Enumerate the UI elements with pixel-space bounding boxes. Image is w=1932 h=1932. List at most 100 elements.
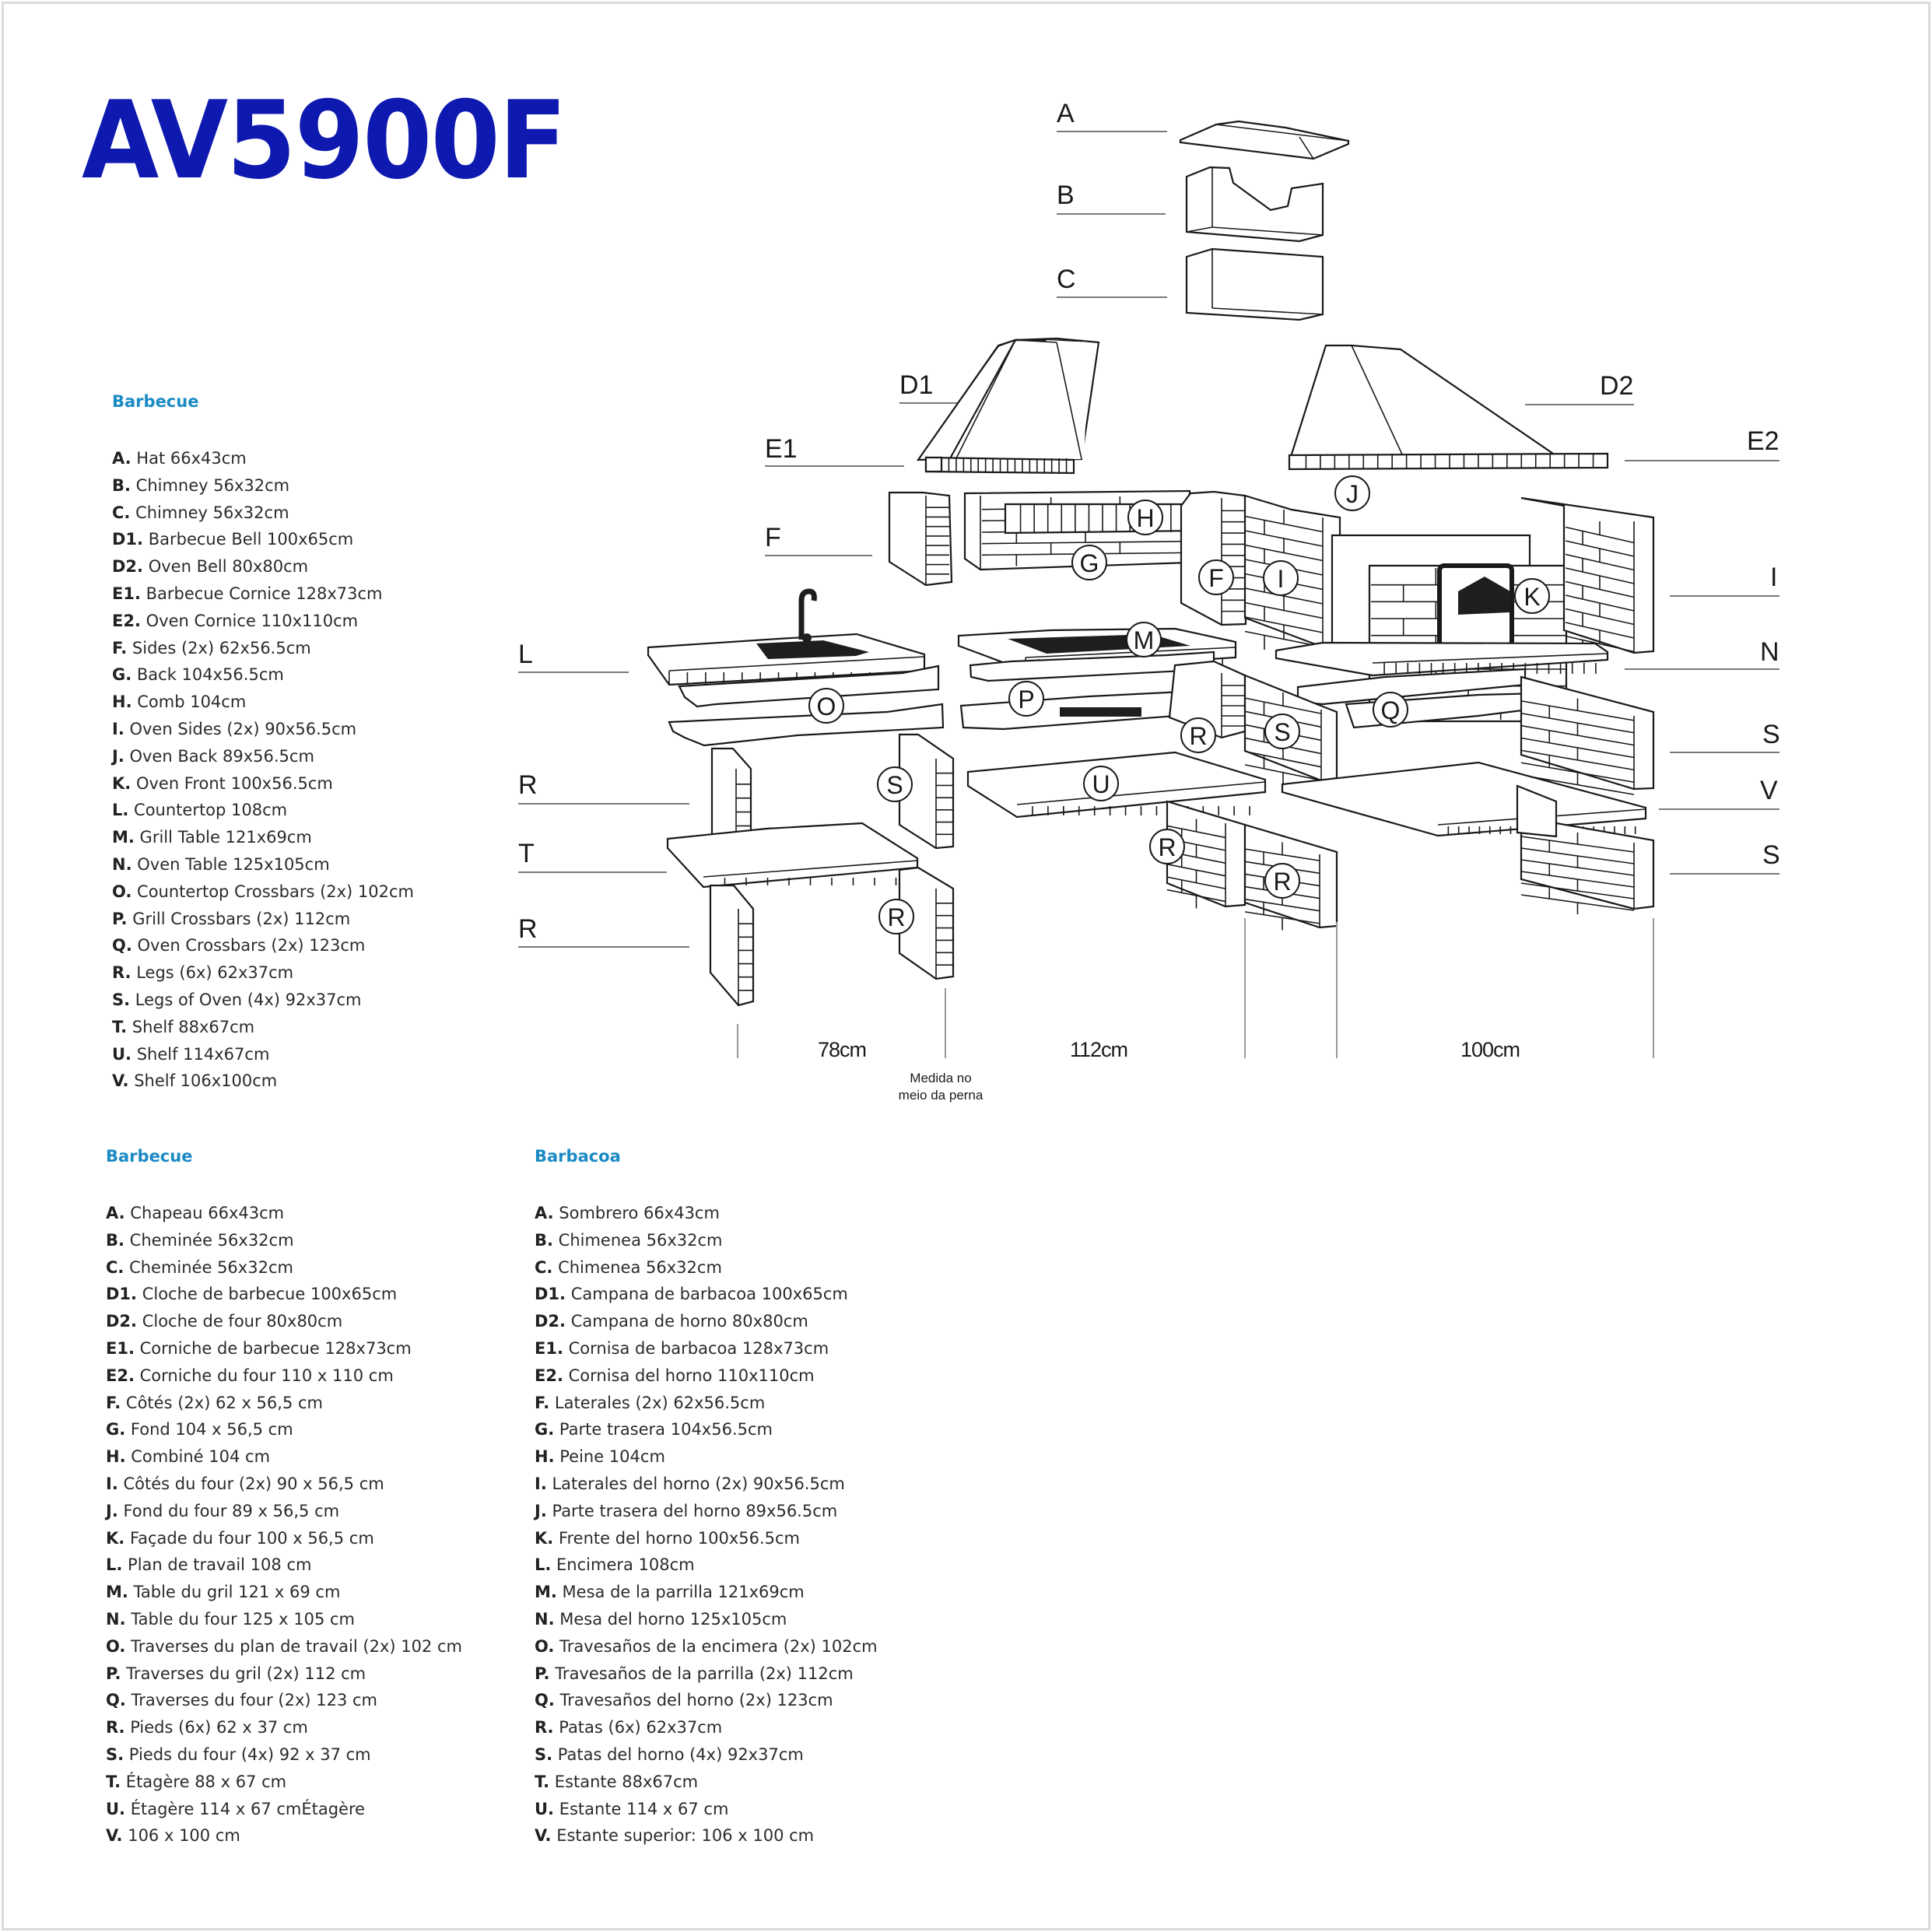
legend-item-key: O. [112, 882, 132, 901]
legend-item-text: Chimenea 56x32cm [552, 1230, 723, 1250]
legend-item-text: Plan de travail 108 cm [122, 1555, 312, 1575]
legend-item-key: K. [106, 1528, 125, 1548]
legend-item-text: Travesaños de la encimera (2x) 102cm [554, 1636, 878, 1656]
legend-item-key: R. [106, 1718, 125, 1737]
legend-item: D1. Cloche de barbecue 100x65cm [106, 1281, 462, 1308]
oven-door-icon [1458, 577, 1510, 615]
legend-item-key: M. [535, 1583, 557, 1602]
legend-item-key: F. [535, 1393, 550, 1412]
legend-item-key: R. [112, 963, 131, 983]
legend-item-text: Sombrero 66x43cm [553, 1204, 720, 1222]
product-title: AV5900F [82, 78, 567, 203]
part-oven-cornice [1288, 452, 1609, 471]
legend-item: Q. Traverses du four (2x) 123 cm [106, 1687, 462, 1714]
legend-heading: Barbacoa [535, 1147, 621, 1166]
legend-item-text: Pieds (6x) 62 x 37 cm [124, 1718, 308, 1737]
svg-text:S: S [1274, 718, 1290, 746]
legend-item-text: Oven Front 100x56.5cm [131, 773, 333, 793]
legend-item: B. Chimney 56x32cm [112, 472, 414, 500]
measure-note-line2: meio da perna [899, 1088, 984, 1103]
legend-item: J. Parte trasera del horno 89x56.5cm [535, 1498, 878, 1525]
legend-item: O. Countertop Crossbars (2x) 102cm [112, 878, 414, 906]
callout-v: V [1659, 776, 1779, 810]
legend-item-text: Parte trasera del horno 89x56.5cm [546, 1501, 838, 1520]
callout-label: E1 [765, 434, 798, 464]
legend-item-key: T. [112, 1017, 128, 1036]
callout-label: N [1760, 637, 1779, 667]
legend-item: L. Countertop 108cm [112, 797, 414, 824]
legend-item: N. Oven Table 125x105cm [112, 851, 414, 878]
legend-item: E1. Barbecue Cornice 128x73cm [112, 580, 414, 608]
legend-item-text: Barbecue Bell 100x65cm [143, 530, 354, 549]
legend-item-key: C. [112, 503, 131, 522]
legend-item-text: Grill Table 121x69cm [134, 828, 312, 847]
legend-item: S. Legs of Oven (4x) 92x37cm [112, 987, 414, 1014]
callout-label: E2 [1747, 426, 1779, 456]
legend-item-key: A. [535, 1204, 554, 1222]
part-bubble-i: I [1263, 560, 1299, 596]
legend-item-key: L. [535, 1555, 552, 1575]
legend-item: A. Sombrero 66x43cm [535, 1200, 878, 1227]
legend-item-text: Campana de barbacoa 100x65cm [566, 1285, 848, 1304]
legend-item-key: G. [106, 1420, 126, 1439]
legend-item-key: B. [112, 475, 131, 495]
legend-item-text: Frente del horno 100x56.5cm [553, 1528, 801, 1548]
callout-d2: D2 [1525, 371, 1634, 405]
legend-item: G. Back 104x56.5cm [112, 661, 414, 689]
svg-text:S: S [886, 771, 903, 799]
legend-item: E2. Oven Cornice 110x110cm [112, 608, 414, 635]
callout-label: D2 [1600, 371, 1633, 401]
svg-text:M: M [1134, 626, 1155, 654]
part-bubble-m: M [1126, 622, 1162, 657]
callout-label: R [518, 914, 538, 944]
legend-item-key: F. [112, 638, 128, 657]
part-hat [1179, 120, 1350, 160]
legend-item-text: Estante superior: 106 x 100 cm [551, 1826, 815, 1846]
legend-item: E1. Cornisa de barbacoa 128x73cm [535, 1335, 878, 1362]
legend-item: M. Grill Table 121x69cm [112, 824, 414, 851]
legend-item: B. Cheminée 56x32cm [106, 1227, 462, 1254]
legend-item-key: P. [535, 1664, 550, 1683]
legend-item-key: N. [535, 1609, 555, 1629]
legend-item-key: E2. [535, 1366, 563, 1385]
legend-item-text: Oven Sides (2x) 90x56.5cm [124, 719, 357, 738]
legend-item-text: Fond 104 x 56,5 cm [125, 1420, 293, 1439]
legend-item: M. Table du gril 121 x 69 cm [106, 1579, 462, 1606]
legend-item-key: E2. [106, 1366, 135, 1385]
legend-item: Q. Oven Crossbars (2x) 123cm [112, 932, 414, 959]
svg-text:H: H [1136, 504, 1154, 532]
legend-item-key: E1. [106, 1338, 135, 1358]
legend-item-text: Cornisa del horno 110x110cm [563, 1366, 815, 1385]
callout-label: D1 [899, 370, 933, 400]
legend-item-text: Shelf 88x67cm [127, 1017, 255, 1036]
svg-text:Q: Q [1381, 696, 1401, 724]
legend-item-key: S. [112, 990, 131, 1009]
legend-item-text: Étagère 114 x 67 cmÉtagère [125, 1799, 366, 1818]
part-oven-legs-lower-right [1520, 815, 1655, 914]
legend-item-text: Traverses du gril (2x) 112 cm [121, 1664, 366, 1683]
part-bubble-u: U [1083, 766, 1119, 801]
legend-item-key: D2. [106, 1312, 138, 1331]
part-bubble-f: F [1198, 559, 1234, 595]
legend-item-text: Combiné 104 cm [125, 1447, 271, 1467]
legend-item: I. Côtés du four (2x) 90 x 56,5 cm [106, 1471, 462, 1498]
legend-item: C. Cheminée 56x32cm [106, 1254, 462, 1282]
legend-item: D1. Barbecue Bell 100x65cm [112, 526, 414, 553]
legend-item: B. Chimenea 56x32cm [535, 1227, 878, 1254]
legend-item-text: Façade du four 100 x 56,5 cm [124, 1528, 374, 1548]
legend-item-key: E2. [112, 611, 141, 630]
legend-item: S. Patas del horno (4x) 92x37cm [535, 1741, 878, 1769]
legend-item-text: Traverses du plan de travail (2x) 102 cm [125, 1636, 462, 1656]
callout-label: V [1760, 776, 1778, 805]
part-bubble-r: R [878, 899, 914, 934]
legend-item-text: 106 x 100 cm [122, 1826, 240, 1846]
legend-item-text: Legs (6x) 62x37cm [131, 963, 294, 983]
legend-item-text: Laterales del horno (2x) 90x56.5cm [546, 1474, 845, 1493]
legend-item-key: N. [112, 854, 132, 874]
legend-item-key: M. [106, 1583, 128, 1602]
legend-item-key: M. [112, 828, 135, 847]
part-leg-right-lower [898, 866, 955, 980]
legend-item-text: Cloche de four 80x80cm [137, 1312, 343, 1331]
